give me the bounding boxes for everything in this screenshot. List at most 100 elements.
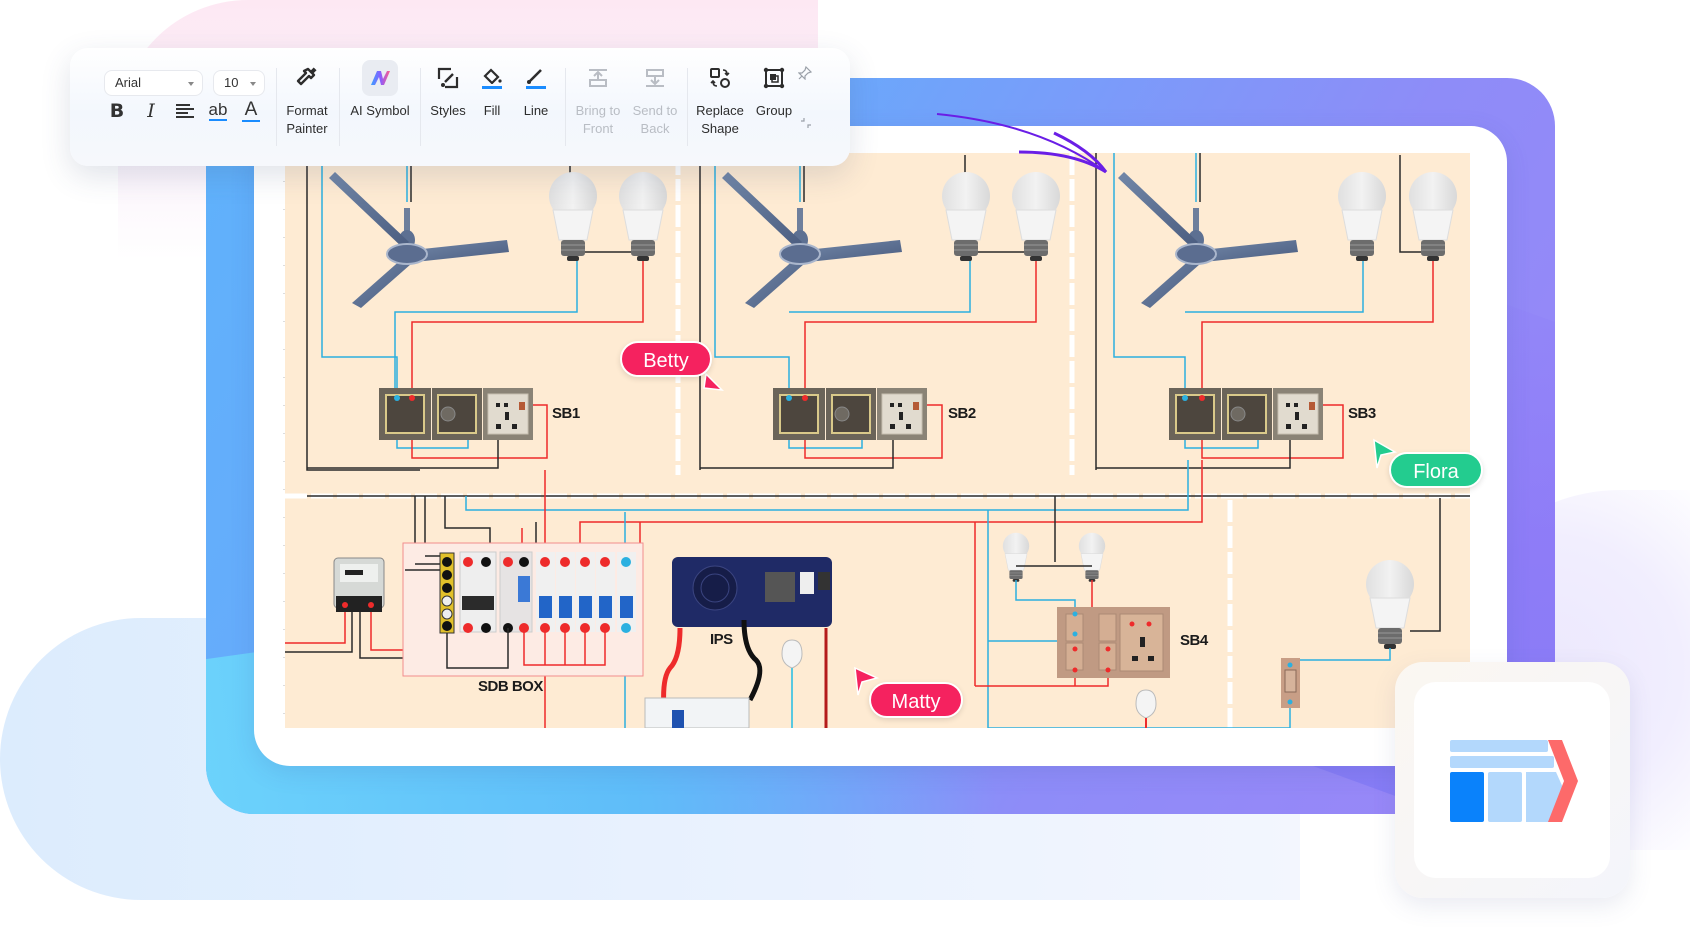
styles-icon [430, 60, 466, 96]
align-left-icon [176, 104, 194, 118]
floating-toolbar [70, 48, 850, 166]
bulb-room-3-a [1337, 171, 1387, 262]
font-color-bar [242, 120, 260, 122]
styles-button[interactable]: Styles [428, 60, 468, 120]
toolbar-separator [687, 68, 688, 146]
fill-color-bar [482, 85, 502, 89]
bold-icon: B [109, 100, 125, 122]
toolbar-separator [420, 68, 421, 146]
font-family-value: Arial [115, 75, 142, 90]
font-family-select[interactable]: Arial [104, 70, 203, 96]
bring-to-front-label-1: Bring to [575, 103, 621, 118]
font-color-button[interactable]: A [238, 98, 264, 124]
matty-cursor-icon [854, 666, 880, 696]
chevron-down-icon [188, 82, 194, 86]
label-sb1: SB1 [552, 405, 580, 422]
bring-to-front-button[interactable]: Bring to Front [572, 60, 624, 138]
format-painter-label-1: Format [286, 103, 328, 118]
align-left-button[interactable] [172, 98, 198, 124]
fill-label: Fill [483, 103, 501, 118]
wire-dots [394, 395, 1205, 401]
replace-shape-label-1: Replace [696, 103, 744, 118]
italic-button[interactable]: I [138, 98, 164, 124]
bulb-room-2-a [941, 171, 991, 262]
bulb-room-5 [1365, 559, 1415, 650]
vertical-ruler [283, 153, 285, 728]
line-color-bar [526, 85, 546, 89]
line-button[interactable]: Line [519, 60, 553, 120]
label-sb3: SB3 [1348, 405, 1376, 422]
ai-symbol-label: AI Symbol [350, 103, 410, 118]
format-painter-label-2: Painter [286, 121, 328, 136]
switchboard-sb3 [1168, 387, 1324, 441]
line-label: Line [523, 103, 549, 118]
format-painter-button[interactable]: Format Painter [282, 60, 332, 138]
styles-label: Styles [430, 103, 466, 118]
flora-cursor-icon [1373, 438, 1398, 469]
bring-to-front-icon [580, 60, 616, 96]
bulb-room-3-b [1408, 171, 1458, 262]
label-ips: IPS [710, 631, 733, 648]
chevron-down-icon [250, 82, 256, 86]
line-pen-icon [518, 60, 554, 96]
bulb-sb4-b [1078, 532, 1106, 583]
group-icon [756, 60, 792, 96]
group-button[interactable]: Group [752, 60, 796, 120]
collapse-icon[interactable] [800, 116, 812, 134]
bulb-room-1-a [548, 171, 598, 262]
paint-brush-icon [289, 60, 325, 96]
text-highlight-icon: ab [208, 100, 228, 119]
bulb-room-1-b [618, 171, 668, 262]
bring-to-front-label-2: Front [582, 121, 614, 136]
font-size-value: 10 [224, 75, 239, 90]
font-size-select[interactable]: 10 [213, 70, 265, 96]
replace-shape-button[interactable]: Replace Shape [694, 60, 746, 138]
toolbar-separator [565, 68, 566, 146]
switchboard-sb4 [974, 522, 1170, 687]
annotation-arrows [936, 113, 1108, 174]
group-label: Group [755, 103, 793, 118]
collaborator-tag-matty: Matty [869, 682, 963, 718]
send-to-back-label-2: Back [640, 121, 670, 136]
text-highlight-button[interactable]: ab [205, 98, 231, 124]
collaborator-tag-betty: Betty [620, 341, 712, 377]
bold-button[interactable]: B [104, 98, 130, 124]
room-3-wiring [1096, 153, 1434, 469]
ceiling-fan-room-1 [328, 171, 510, 309]
plug-sb4 [1135, 689, 1157, 728]
label-sb2: SB2 [948, 405, 976, 422]
italic-icon: I [147, 100, 155, 122]
send-to-back-icon [637, 60, 673, 96]
single-switch-room-5 [1281, 648, 1391, 728]
bulb-room-2-b [1011, 171, 1061, 262]
send-to-back-label-1: Send to [632, 103, 678, 118]
room-1-wiring [306, 153, 701, 471]
ips-inverter [644, 557, 832, 728]
ai-symbol-icon [362, 60, 398, 96]
betty-cursor-icon [703, 372, 725, 391]
toolbar-separator [339, 68, 340, 146]
fill-bucket-icon [474, 60, 510, 96]
highlight-color-bar [209, 119, 227, 121]
energy-meter [285, 557, 487, 659]
bulb-sb4-a [1002, 532, 1030, 583]
toolbar-separator [276, 68, 277, 146]
font-color-icon: A [244, 99, 258, 120]
fill-button[interactable]: Fill [476, 60, 508, 120]
switchboard-sb1 [378, 387, 534, 441]
collaborator-tag-flora: Flora [1389, 452, 1483, 488]
replace-shape-label-2: Shape [701, 121, 739, 136]
label-sb4: SB4 [1180, 632, 1208, 649]
replace-shape-icon [702, 60, 738, 96]
sdb-box [402, 542, 644, 677]
app-logo-icon [1450, 740, 1578, 822]
main-bus-wiring [307, 460, 1470, 728]
ceiling-fan-room-3 [1117, 171, 1299, 309]
send-to-back-button[interactable]: Send to Back [629, 60, 681, 138]
ai-symbol-button[interactable]: AI Symbol [344, 60, 416, 120]
label-sdb-box: SDB BOX [478, 678, 543, 695]
mcb-row [536, 552, 636, 633]
pin-icon[interactable] [797, 65, 813, 85]
